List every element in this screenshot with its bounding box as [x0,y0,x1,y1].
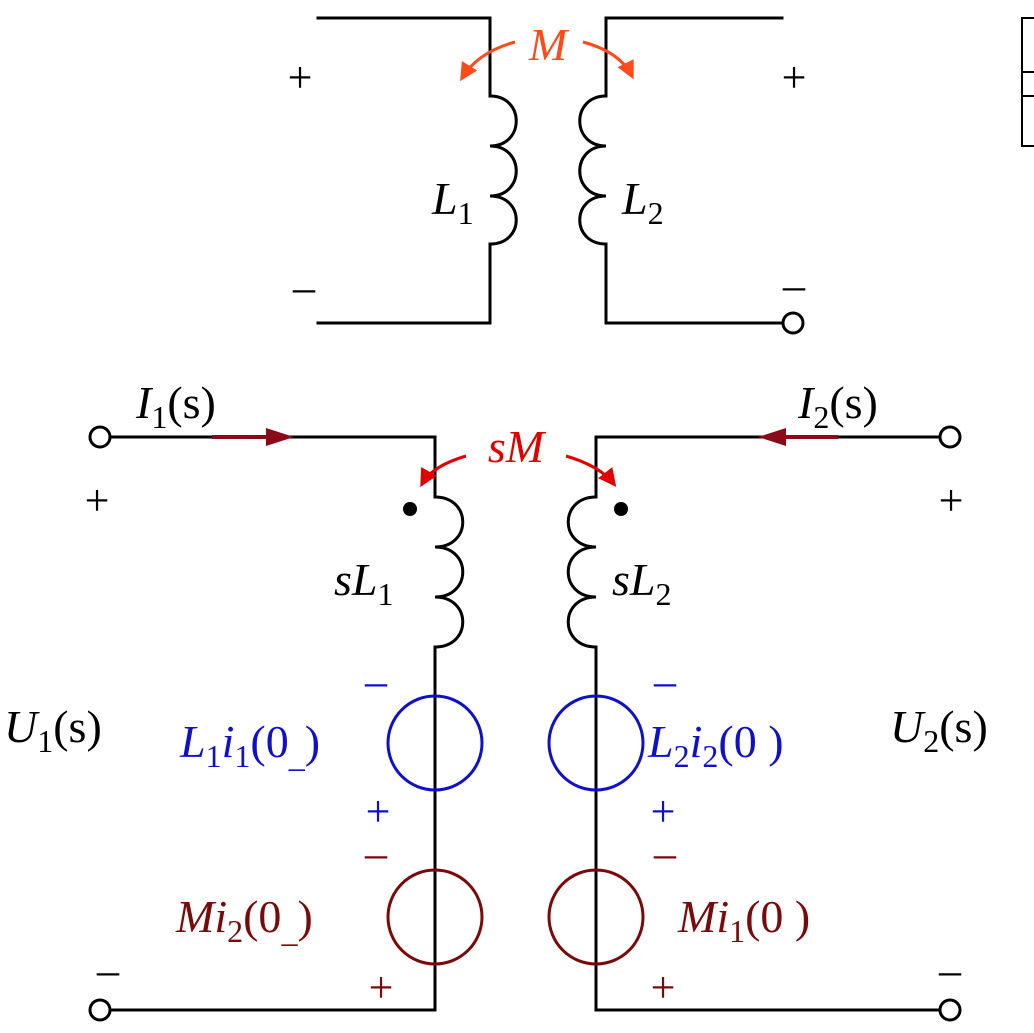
bottom-coil-left-label: sL1 [334,554,393,612]
bottom-left-coil [434,495,465,649]
bottom-right-bottom-terminal [938,998,962,1022]
bottom-left-top-wire [108,435,437,499]
top-right-upper-wire [604,16,784,98]
right-blue-minus: – [653,657,677,706]
bottom-coil-right-label: sL2 [612,554,671,612]
port1-plus: + [85,476,110,525]
top-right-minus: – [782,261,806,310]
top-coil-right-label: L2 [621,173,664,231]
bottom-right-top-terminal [938,425,962,449]
right-red-source [547,868,645,966]
right-red-plus: + [651,963,676,1012]
i2-arrow-head [758,428,786,446]
port2-minus: – [938,946,962,995]
top-right-terminal [781,311,805,335]
u1-label: U1(s) [4,701,102,759]
top-mutual-arrow-right [582,40,634,80]
top-right-plus: + [782,53,807,102]
left-red-minus: – [364,829,388,878]
corner-fragment [1021,17,1034,147]
i2-label: I2(s) [797,377,878,435]
left-red-source-label: Mi2(0_) [175,891,313,949]
top-left-plus: + [288,53,313,102]
right-red-source-label: Mi1(0 ) [677,891,810,949]
i1-label: I1(s) [135,377,216,435]
bottom-left-dot [403,502,417,516]
top-left-lower-wire [316,242,492,325]
port1-minus: – [96,946,120,995]
top-right-coil [578,94,607,246]
bottom-right-top-wire [594,435,942,499]
right-blue-source-label: L2i2(0 ) [647,716,784,774]
top-coil-left-label: L1 [431,173,474,231]
top-right-lower-wire [604,242,784,325]
top-mutual-arrow-left [460,40,516,82]
bottom-laplace-model: sM – + – + – + – + + + – – I1(s) I2(s) U… [4,377,988,1022]
port2-plus: + [939,476,964,525]
left-blue-minus: – [364,657,388,706]
top-left-upper-wire [316,16,492,98]
left-red-source [386,868,484,966]
u2-label: U2(s) [890,701,988,759]
top-left-minus: – [292,263,316,312]
i1-arrow-head [266,428,294,446]
left-blue-source [386,694,484,792]
top-mutual-label: M [528,19,570,70]
right-red-minus: – [653,829,677,878]
left-red-plus: + [369,963,394,1012]
right-blue-source [547,694,645,792]
left-blue-source-label: L1i1(0_) [179,716,320,774]
bottom-mutual-label: sM [488,421,547,472]
bottom-right-dot [614,502,628,516]
top-left-coil [489,94,518,246]
left-blue-plus: + [366,787,391,836]
top-transformer: M L1 L2 + + – – [288,16,807,335]
bottom-right-coil [566,495,597,649]
right-blue-plus: + [651,787,676,836]
bottom-left-top-terminal [88,425,112,449]
bottom-left-bottom-terminal [88,998,112,1022]
bottom-mutual-arrow-left [420,454,467,488]
bottom-mutual-arrow-right [565,454,617,487]
